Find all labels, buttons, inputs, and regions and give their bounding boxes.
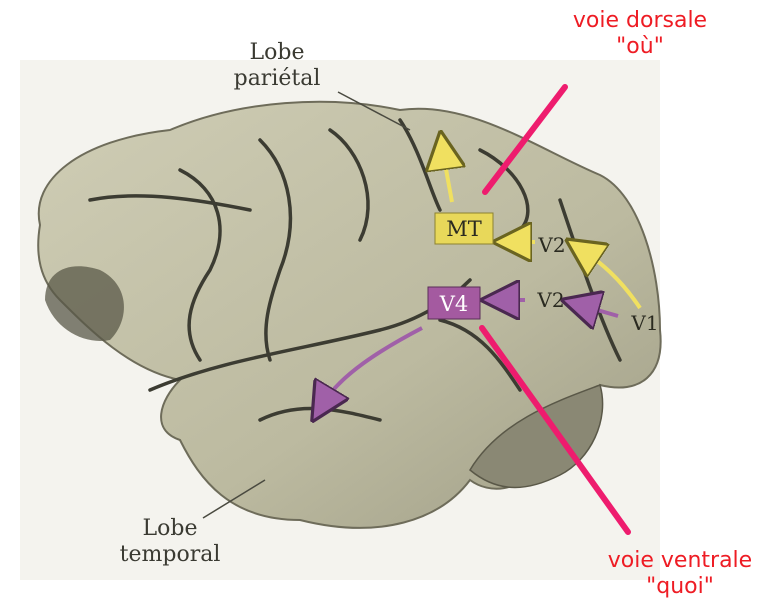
ventral-label-line1: voie ventrale xyxy=(590,548,770,574)
v4-label: V4 xyxy=(439,292,469,316)
temporal-label-line2: temporal xyxy=(110,542,230,568)
temporal-lobe-label: Lobe temporal xyxy=(110,516,230,568)
ventral-label-line2: "quoi" xyxy=(590,574,770,600)
v2-upper-label: V2 xyxy=(537,233,565,257)
v1-label: V1 xyxy=(630,311,658,335)
ventral-stream-label: voie ventrale "quoi" xyxy=(590,548,770,600)
dorsal-label-line1: voie dorsale xyxy=(555,8,725,34)
parietal-label-line1: Lobe xyxy=(222,40,332,66)
parietal-lobe-label: Lobe pariétal xyxy=(222,40,332,92)
dorsal-label-line2: "où" xyxy=(555,34,725,60)
dorsal-stream-label: voie dorsale "où" xyxy=(555,8,725,60)
parietal-label-line2: pariétal xyxy=(222,66,332,92)
mt-label: MT xyxy=(446,217,482,241)
temporal-label-line1: Lobe xyxy=(110,516,230,542)
v2-lower-label: V2 xyxy=(536,288,564,312)
